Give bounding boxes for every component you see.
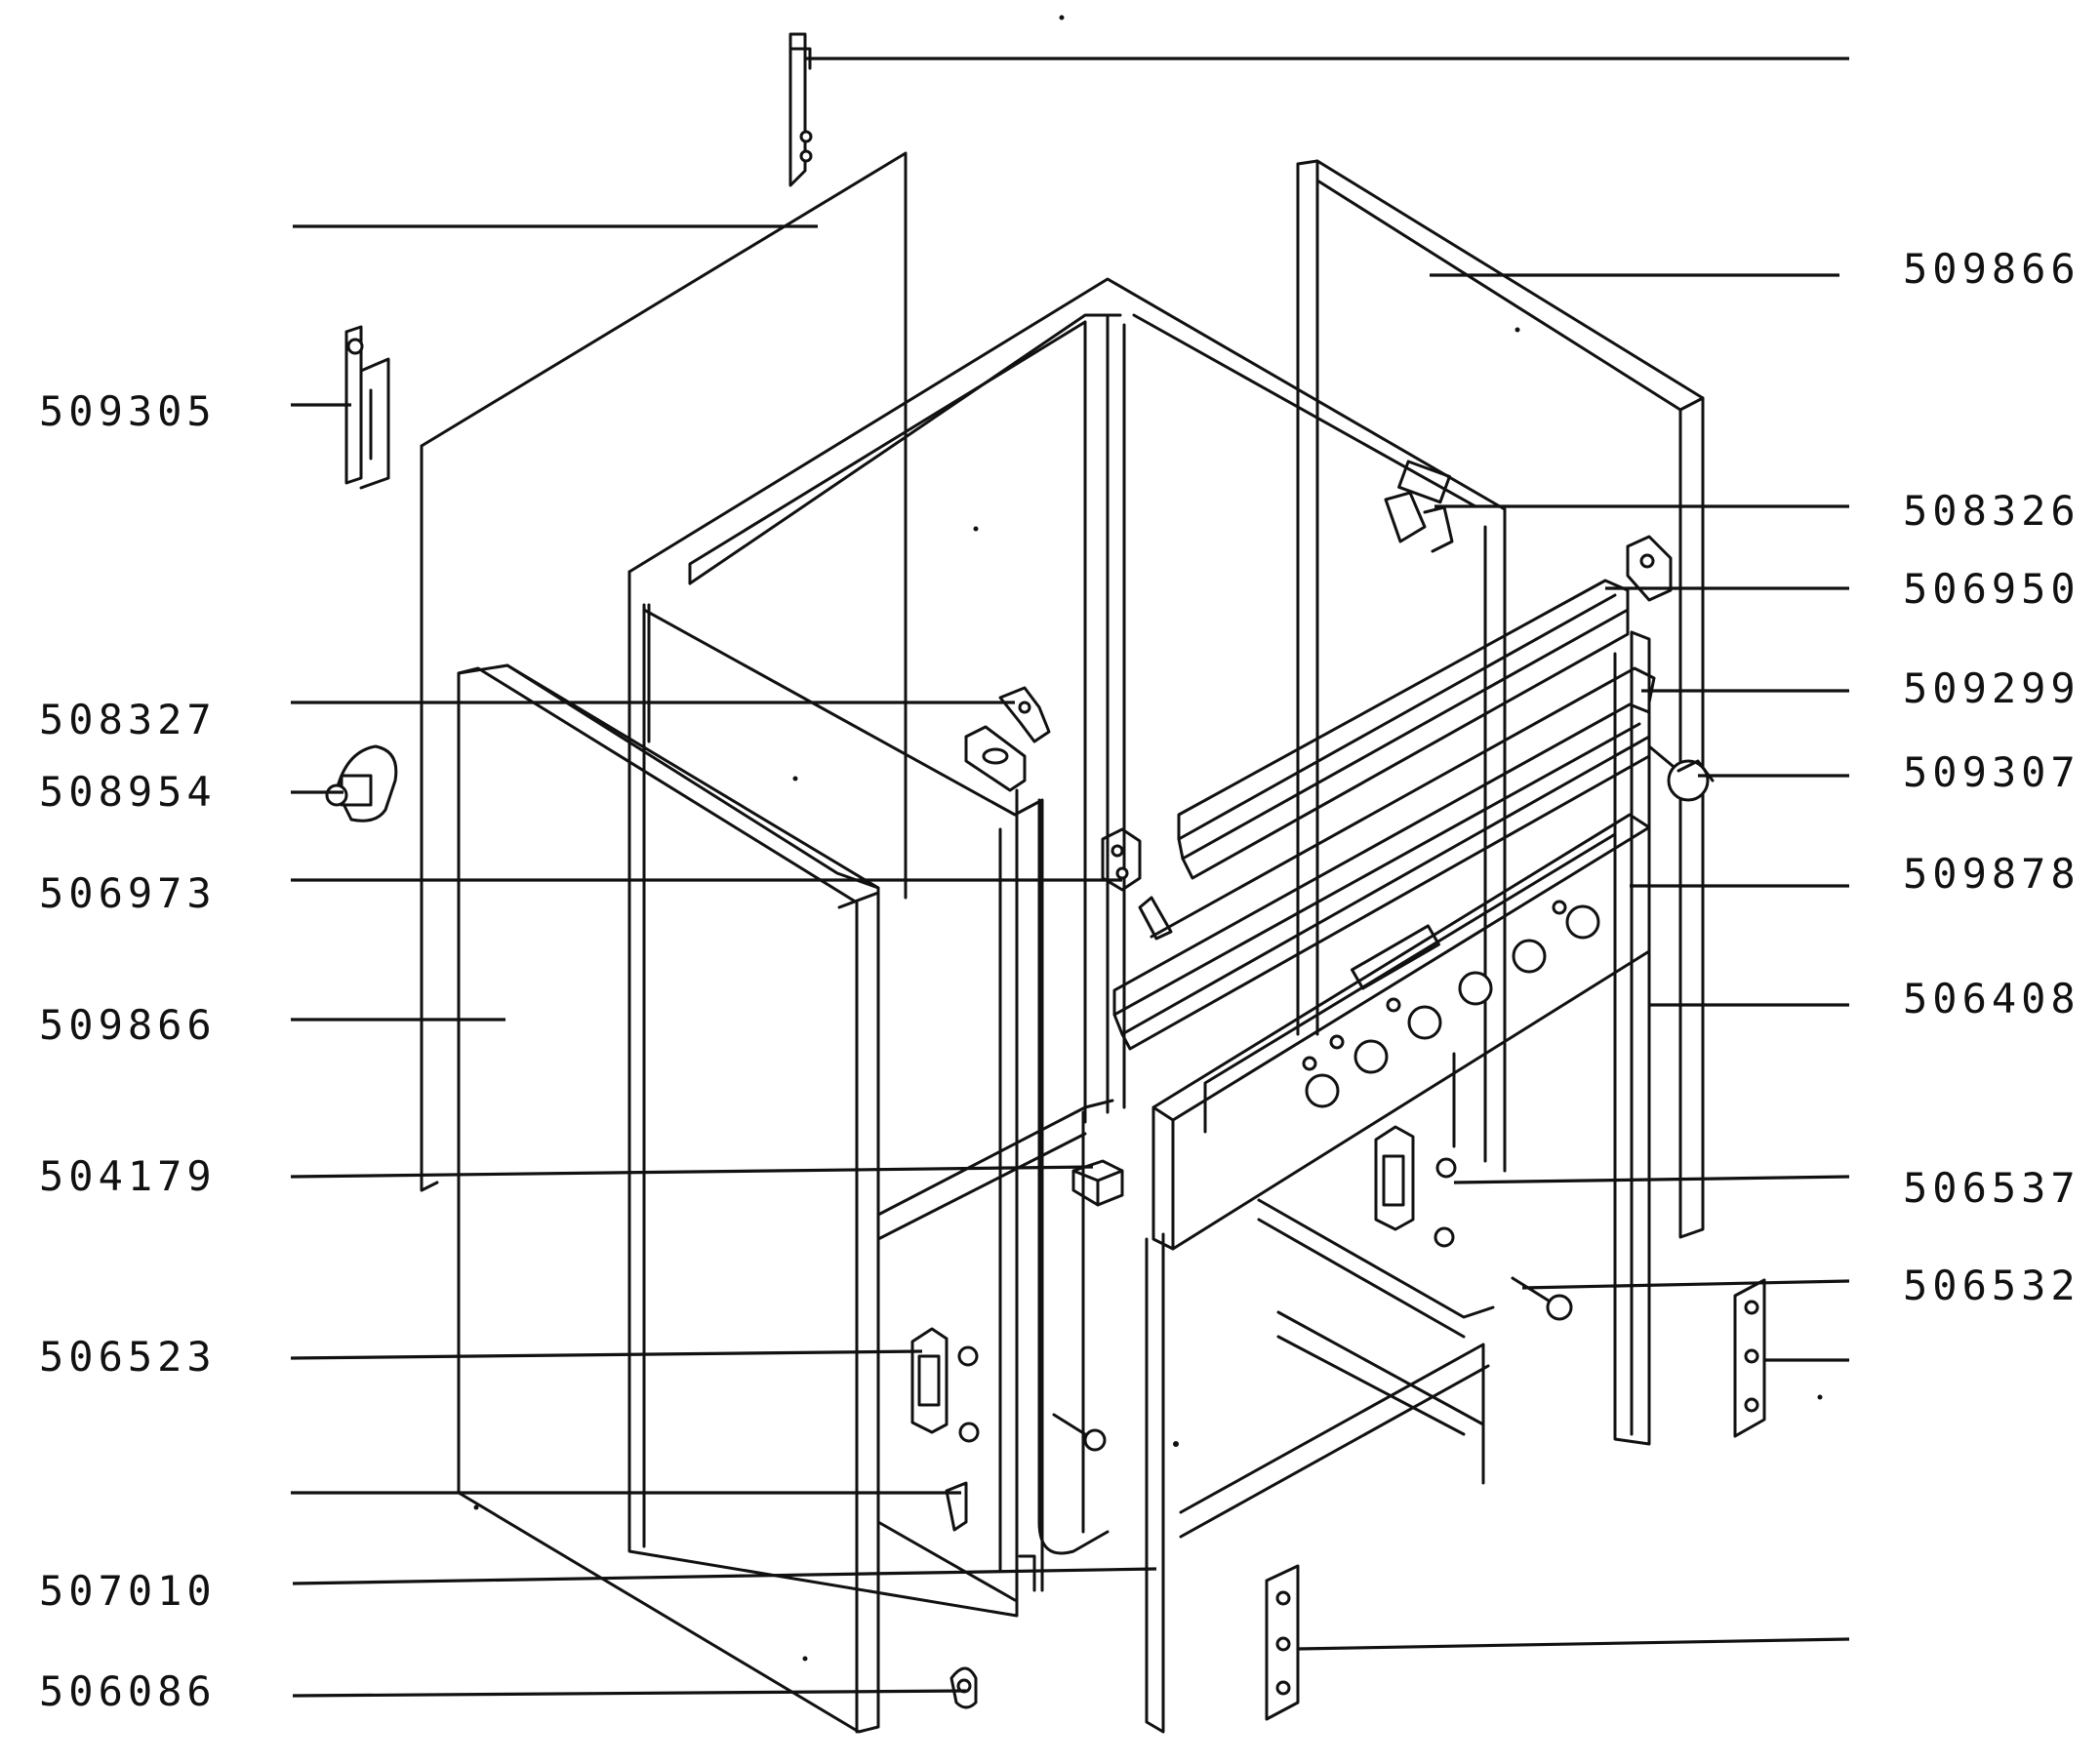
hinge-plate-bottom [1265, 1564, 1300, 1721]
right-side-panel [1296, 159, 1705, 1239]
part-label: 506950 [1903, 565, 2080, 613]
cabinet-frame [627, 277, 1507, 1618]
front-frame-channel [642, 608, 1044, 1592]
part-label: 509866 [1903, 245, 2080, 293]
part-label: 509866 [39, 1001, 217, 1049]
front-vertical-post [1145, 1232, 1165, 1734]
part-label: 506973 [39, 869, 217, 917]
part-label: 509299 [1903, 664, 2080, 712]
switch-506523 [910, 1327, 980, 1443]
fastener-506086 [949, 1666, 978, 1709]
knob-509307 [1647, 744, 1715, 802]
latch-508954 [325, 744, 398, 822]
part-label: 506532 [1903, 1262, 2080, 1309]
left-side-panel-rear [420, 151, 908, 1192]
part-label: 506408 [1903, 975, 2080, 1022]
labels-right: 509866 508326 506950 509299 509307 50987… [1903, 245, 2080, 1309]
part-label: 509305 [39, 387, 217, 435]
foot-504179 [1071, 1159, 1124, 1207]
screw-center [1052, 1413, 1107, 1452]
part-label: 506523 [39, 1333, 217, 1381]
left-side-panel-front [457, 663, 880, 1734]
part-label: 508326 [1903, 487, 2080, 535]
part-label: 508327 [39, 696, 217, 743]
part-label: 508954 [39, 768, 217, 816]
hinge-plate-right [1733, 1278, 1766, 1438]
part-label: 506537 [1903, 1164, 2080, 1212]
hinge-509305 [344, 325, 390, 490]
bracket-506950 [1626, 535, 1673, 602]
clip-507010 [945, 1481, 968, 1532]
part-label: 509878 [1903, 850, 2080, 898]
rear-right-upright [1613, 630, 1651, 1446]
hinge-top [788, 32, 813, 187]
screw-506532 [1511, 1276, 1573, 1321]
clip-left [1138, 896, 1173, 941]
scan-specks [473, 15, 1823, 1662]
part-label: 507010 [39, 1567, 217, 1615]
top-rail [1177, 579, 1630, 880]
part-label: 509307 [1903, 748, 2080, 796]
part-label: 504179 [39, 1152, 217, 1200]
part-label: 506086 [39, 1667, 217, 1715]
bracket-508327 [964, 686, 1051, 792]
leader-lines [290, 57, 1850, 1698]
bracket-506973 [1101, 827, 1142, 892]
bracket-508326 [1384, 460, 1454, 553]
switch-506537 [1374, 1125, 1457, 1248]
labels-left: 509305 508327 508954 506973 509866 50417… [39, 387, 217, 1715]
control-panel [1151, 813, 1651, 1251]
